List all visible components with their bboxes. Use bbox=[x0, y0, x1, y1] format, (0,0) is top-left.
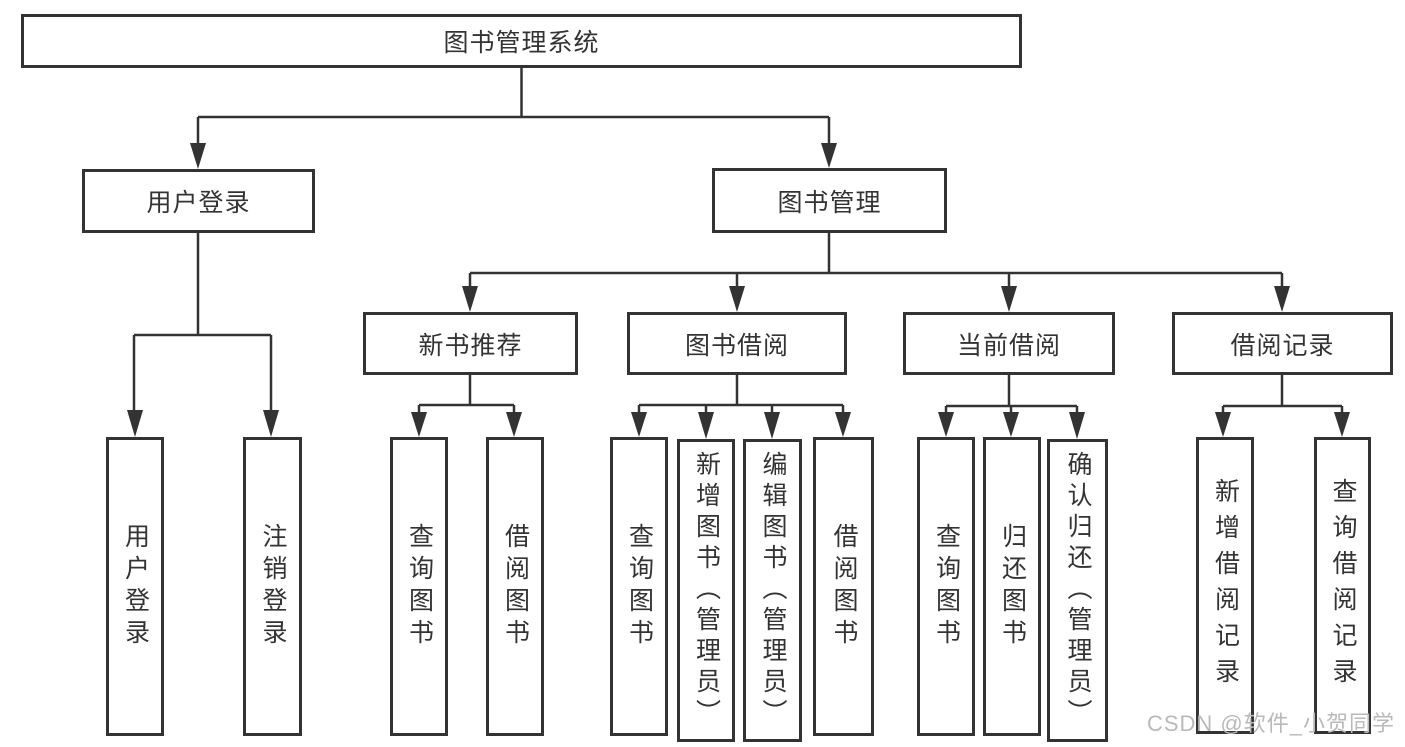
new-book-rec-connector bbox=[411, 375, 522, 437]
node-borrow-books-1: 借阅图书 bbox=[486, 437, 544, 736]
node-borrow-books-1-label: 借阅图书 bbox=[501, 522, 530, 651]
node-borrow-records: 借阅记录 bbox=[1172, 312, 1393, 375]
node-borrow-books-2: 借阅图书 bbox=[813, 437, 874, 736]
node-confirm-return-admin: 确认归还（管理员） bbox=[1047, 439, 1108, 742]
node-book-borrow-label: 图书借阅 bbox=[684, 331, 789, 360]
node-current-borrow: 当前借阅 bbox=[903, 312, 1115, 375]
node-book-mgmt: 图书管理 bbox=[712, 168, 947, 233]
node-user-login: 用户登录 bbox=[82, 169, 315, 233]
node-edit-books-admin-label: 编辑图书（管理员） bbox=[759, 451, 787, 730]
node-user-login-leaf: 用户登录 bbox=[106, 437, 164, 736]
node-add-borrow-record: 新增借阅记录 bbox=[1196, 437, 1254, 734]
node-query-books-1: 查询图书 bbox=[390, 437, 448, 736]
borrow-records-connector bbox=[1215, 375, 1350, 437]
node-root: 图书管理系统 bbox=[21, 14, 1022, 68]
node-query-books-2-label: 查询图书 bbox=[625, 522, 654, 651]
node-return-books: 归还图书 bbox=[983, 437, 1041, 736]
current-borrow-connector bbox=[938, 375, 1085, 439]
user-login-connector bbox=[127, 233, 279, 437]
node-add-books-admin-label: 新增图书（管理员） bbox=[692, 451, 721, 730]
node-new-book-rec-label: 新书推荐 bbox=[418, 331, 523, 360]
node-query-borrow-record: 查询借阅记录 bbox=[1314, 437, 1371, 734]
node-user-login-label: 用户登录 bbox=[146, 189, 251, 217]
book-mgmt-connector bbox=[462, 233, 1290, 312]
csdn-watermark: CSDN @软件_小贺同学 bbox=[1146, 711, 1395, 736]
node-confirm-return-admin-label: 确认归还（管理员） bbox=[1064, 451, 1092, 730]
node-book-mgmt-label: 图书管理 bbox=[777, 188, 882, 217]
node-add-books-admin: 新增图书（管理员） bbox=[677, 439, 735, 742]
node-borrow-records-label: 借阅记录 bbox=[1230, 331, 1335, 360]
node-book-borrow: 图书借阅 bbox=[627, 312, 847, 375]
node-root-label: 图书管理系统 bbox=[443, 29, 600, 57]
node-query-borrow-record-label: 查询借阅记录 bbox=[1329, 477, 1357, 694]
node-logout-leaf: 注销登录 bbox=[243, 437, 302, 736]
node-query-books-2: 查询图书 bbox=[610, 437, 668, 736]
root-connector bbox=[190, 68, 837, 169]
node-new-book-rec: 新书推荐 bbox=[363, 312, 578, 375]
node-return-books-label: 归还图书 bbox=[998, 522, 1027, 651]
node-edit-books-admin: 编辑图书（管理员） bbox=[743, 439, 802, 742]
node-borrow-books-2-label: 借阅图书 bbox=[830, 522, 858, 651]
node-query-books-3: 查询图书 bbox=[917, 437, 975, 736]
node-logout-leaf-label: 注销登录 bbox=[259, 522, 287, 651]
node-current-borrow-label: 当前借阅 bbox=[956, 331, 1061, 360]
node-query-books-1-label: 查询图书 bbox=[405, 522, 434, 651]
node-user-login-leaf-label: 用户登录 bbox=[121, 522, 150, 651]
node-add-borrow-record-label: 新增借阅记录 bbox=[1211, 477, 1240, 694]
node-query-books-3-label: 查询图书 bbox=[932, 522, 961, 651]
book-borrow-connector bbox=[631, 375, 851, 439]
